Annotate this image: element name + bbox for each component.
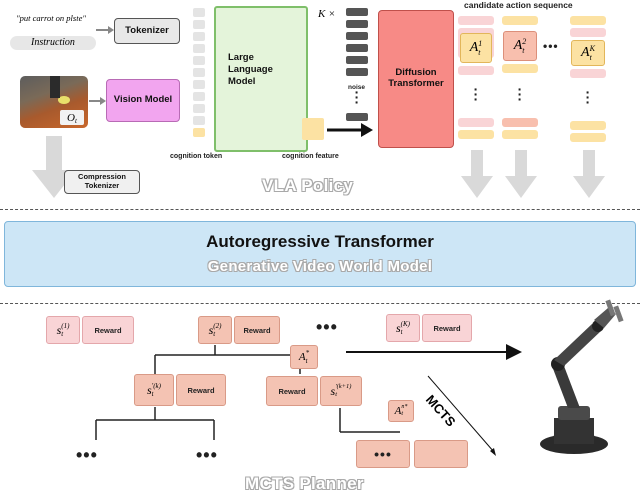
action-column-2-lower: ··· [502, 64, 538, 139]
state-1-sup: (1) [61, 322, 70, 330]
action-2-sub: t [522, 46, 525, 55]
vla-policy-title: VLA Policy [262, 176, 354, 195]
tokenizer-box: Tokenizer [114, 18, 180, 44]
action-2-base: A [513, 38, 523, 53]
action-down-arrow-1 [461, 150, 493, 198]
best-action-sup: * [305, 349, 310, 357]
action-1-base: A [469, 40, 479, 55]
vision-arrow-head [100, 97, 106, 105]
leaf-box-2 [414, 440, 468, 468]
state-k-prime: s′(k)t [134, 374, 174, 406]
k-times-label: K × [318, 8, 336, 20]
leaf-ellipsis-2: ••• [196, 445, 218, 465]
action-k-base: A [581, 45, 590, 60]
noise-vdots: ··· [354, 84, 360, 110]
observation-arm [50, 76, 60, 98]
feature-arrow [327, 123, 373, 137]
diffusion-transformer-box: Diffusion Transformer [378, 10, 454, 148]
world-model-subtitle: Generative Video World Model [207, 258, 433, 275]
observation-sub: t [75, 116, 77, 125]
state-k-prime-sub: t [151, 390, 154, 398]
action-column-k-lower: ··· [570, 69, 606, 142]
cognition-feature-label: cognition feature [282, 153, 339, 160]
observation-plate [58, 96, 70, 104]
action-2-sup: 2 [522, 37, 527, 46]
noise-label: noise [348, 84, 365, 91]
top-row-ellipsis: ••• [316, 317, 338, 337]
reward-k-prime: Reward [176, 374, 226, 406]
compression-tokenizer-box: Compression Tokenizer [64, 170, 140, 194]
state-1-base: s [56, 322, 62, 337]
vision-arrow [89, 100, 101, 102]
action-1-sup: 1 [478, 39, 483, 48]
instruction-label: Instruction [10, 36, 96, 50]
reward-2: Reward [234, 316, 280, 344]
noise-column: ··· [346, 8, 368, 128]
state-2: s(2)t [198, 316, 232, 344]
leaf-ellipsis-1: ••• [76, 445, 98, 465]
state-k-sub: t [400, 328, 403, 336]
action-k-sub: t [589, 53, 592, 62]
mcts-planner-title: MCTS Planner [245, 474, 364, 493]
best-action-2-sup: n* [401, 404, 408, 410]
action-column-2 [502, 16, 538, 25]
world-model-box: Autoregressive Transformer Generative Vi… [4, 221, 636, 287]
separator-bottom [0, 303, 640, 304]
action-column-1-lower: ··· [458, 66, 494, 139]
action-down-arrow-k [573, 150, 605, 198]
action-column-k [570, 16, 606, 37]
vision-model-box: Vision Model [106, 79, 180, 122]
state-2-base: s [208, 322, 214, 337]
state-k1-prime-sub: t [335, 391, 337, 398]
llm-label: Large Language Model [228, 52, 273, 87]
instruction-arrow [96, 29, 110, 31]
state-k1-prime: s′(k+1)t [320, 376, 362, 406]
token-column [193, 8, 205, 148]
instruction-quote: "put carrot on plste" [16, 13, 86, 23]
observation-symbol: O [67, 111, 75, 124]
cognition-token-label: cognition token [170, 153, 223, 160]
leaf-box-1: ••• [356, 440, 410, 468]
state-k-prime-base: s [147, 382, 152, 397]
reward-1: Reward [82, 316, 134, 344]
robot-arm-image [540, 299, 624, 454]
cognition-feature-block [302, 118, 324, 140]
state-k: s(K)t [386, 314, 420, 342]
separator-top [0, 209, 640, 210]
state-k1-prime-base: s [330, 383, 336, 398]
reward-k1-prime: Reward [266, 376, 318, 406]
best-action-sub: t [305, 357, 308, 365]
llm-box: Large Language Model [214, 6, 308, 152]
state-1-sub: t [61, 330, 64, 338]
best-action-box: A*t [290, 345, 318, 369]
state-k-base: s [395, 320, 401, 335]
candidate-title: candidate action sequence [464, 0, 573, 10]
best-action-2-sub: t [401, 411, 404, 417]
action-ellipsis: ••• [543, 39, 559, 53]
world-model-title: Autoregressive Transformer [206, 232, 434, 251]
best-action-arrow [346, 344, 522, 360]
state-k1-prime-sup: ′(k+1) [335, 383, 352, 390]
mcts-diagonal-arrow [427, 375, 496, 456]
instruction-arrow-head [108, 26, 114, 34]
state-2-sub: t [213, 330, 216, 338]
best-action-base: A [298, 351, 306, 363]
action-down-arrow-2 [505, 150, 537, 198]
reward-k: Reward [422, 314, 472, 342]
state-1: s(1)t [46, 316, 80, 344]
state-2-sup: (2) [213, 322, 222, 330]
best-action-2-base: A [394, 405, 402, 417]
action-1-sub: t [478, 48, 481, 57]
k-times-text: K × [318, 8, 336, 20]
action-k-sup: K [589, 44, 595, 53]
state-k-sup: (K) [400, 320, 410, 328]
state-k-prime-sup: ′(k) [151, 382, 161, 390]
